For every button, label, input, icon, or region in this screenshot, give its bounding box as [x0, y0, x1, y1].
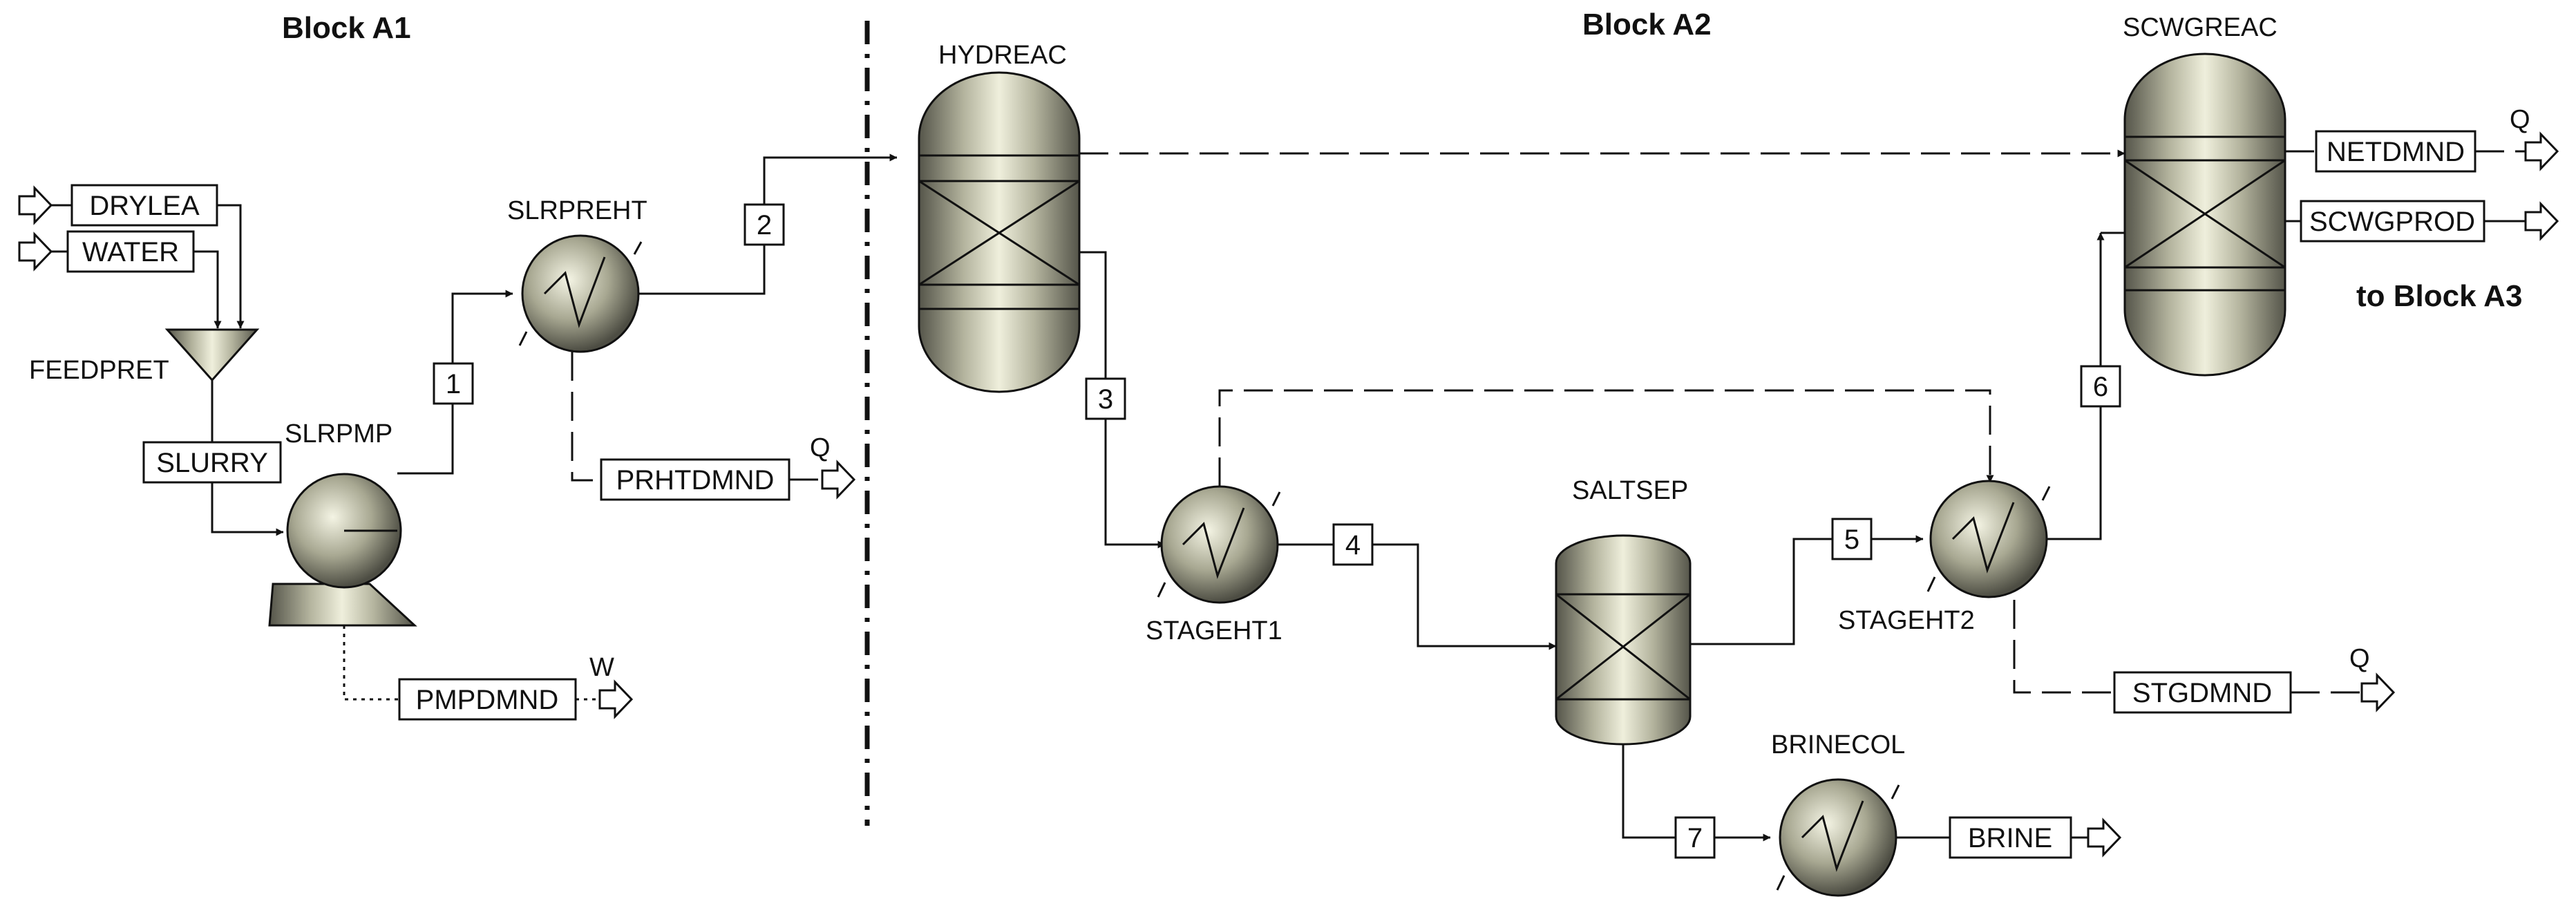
- energy-label-q: Q: [2349, 644, 2370, 673]
- stream-label-stgdmnd: STGDMND: [2132, 678, 2272, 708]
- heat-exchanger-icon: [1929, 480, 2048, 598]
- unit-label-brinecol: BRINECOL: [1771, 730, 1905, 759]
- separator-vessel-icon: [1555, 534, 1692, 746]
- drylea-stream[interactable]: DRYLEA: [18, 184, 245, 329]
- pmpdmnd-stream[interactable]: PMPDMND: [398, 678, 577, 721]
- stream-label-1: 1: [446, 369, 461, 399]
- feedpret-unit[interactable]: FEEDPRET: [29, 328, 260, 395]
- heat-port-icon: [821, 460, 856, 500]
- feed-port-icon: [18, 185, 53, 225]
- stream-box-4[interactable]: [1332, 523, 1374, 566]
- block-a2-title: Block A2: [1582, 8, 1712, 41]
- slurry-stream[interactable]: SLURRY: [142, 441, 282, 484]
- mixer-icon: [164, 328, 260, 382]
- unit-label-slrpreht: SLRPREHT: [507, 196, 647, 225]
- stream-3[interactable]: 3: [1085, 377, 1126, 420]
- stream-4[interactable]: 4: [1332, 523, 1374, 566]
- unit-label-scwgreac: SCWGREAC: [2123, 13, 2277, 42]
- unit-label-hydreac: HYDREAC: [938, 41, 1067, 70]
- hydreac-unit[interactable]: HYDREAC: [918, 41, 1081, 393]
- energy-label-w: W: [589, 653, 614, 682]
- stream-label-drylea: DRYLEA: [89, 191, 200, 221]
- stream-box-prhtdmnd[interactable]: [600, 458, 790, 501]
- stream-box-stgdmnd[interactable]: [2113, 671, 2292, 714]
- stream-label-6: 6: [2093, 372, 2108, 402]
- stream-1[interactable]: 1: [433, 362, 474, 405]
- stream-box-drylea[interactable]: [70, 184, 218, 227]
- brine-stream[interactable]: BRINE: [1949, 816, 2072, 859]
- stream-box-netdmnd[interactable]: [2315, 130, 2476, 173]
- stream-2[interactable]: 2: [744, 203, 785, 246]
- stream-label-2: 2: [757, 210, 772, 240]
- stream-label-7: 7: [1687, 823, 1703, 853]
- cooler-icon: [1779, 778, 1897, 897]
- block-a1-title: Block A1: [282, 11, 411, 45]
- stageht1-unit[interactable]: STAGEHT1: [1146, 485, 1282, 645]
- stream-6[interactable]: 6: [2080, 365, 2121, 408]
- stream-box-6[interactable]: [2080, 365, 2121, 408]
- stgdmnd-stream[interactable]: STGDMND: [2113, 671, 2292, 714]
- stream-label-5: 5: [1844, 524, 1859, 555]
- unit-label-saltsep: SALTSEP: [1572, 476, 1688, 505]
- prhtdmnd-stream[interactable]: PRHTDMND: [600, 458, 790, 501]
- stream-5[interactable]: 5: [1831, 518, 1873, 560]
- stream-box-brine[interactable]: [1949, 816, 2072, 859]
- stream-label-4: 4: [1345, 530, 1361, 560]
- slrpreht-unit[interactable]: SLRPREHT: [507, 196, 647, 353]
- heat-port-icon: [2360, 672, 2396, 712]
- stream-box-3[interactable]: [1085, 377, 1126, 420]
- energy-label-q: Q: [2510, 105, 2530, 134]
- heat-port-icon: [2524, 131, 2559, 171]
- product-port-icon: [2087, 817, 2122, 858]
- stream-label-slurry: SLURRY: [156, 448, 268, 478]
- scwgprod-stream[interactable]: SCWGPROD: [2300, 200, 2485, 243]
- stream-box-7[interactable]: [1674, 816, 1716, 859]
- stream-label-scwgprod: SCWGPROD: [2309, 207, 2475, 237]
- heater-icon: [521, 234, 640, 353]
- netdmnd-stream[interactable]: NETDMND: [2315, 130, 2476, 173]
- stream-box-2[interactable]: [744, 203, 785, 246]
- feed-port-icon: [18, 231, 53, 272]
- stream-box-water[interactable]: [66, 230, 195, 273]
- slrpmp-unit[interactable]: SLRPMP: [268, 419, 417, 627]
- stream-box-scwgprod[interactable]: [2300, 200, 2485, 243]
- stream-box-pmpdmnd[interactable]: [398, 678, 577, 721]
- work-port-icon: [598, 679, 634, 719]
- energy-label-q: Q: [810, 433, 831, 462]
- unit-label-slrpmp: SLRPMP: [285, 419, 392, 448]
- stream-label-water: WATER: [82, 237, 179, 267]
- brinecol-unit[interactable]: BRINECOL: [1771, 730, 1905, 897]
- stream-label-pmpdmnd: PMPDMND: [416, 685, 559, 715]
- stream-box-5[interactable]: [1831, 518, 1873, 560]
- stream-7[interactable]: 7: [1674, 816, 1716, 859]
- unit-label-feedpret: FEEDPRET: [29, 356, 169, 385]
- unit-label-stageht1: STAGEHT1: [1146, 616, 1282, 645]
- product-port-icon: [2524, 201, 2559, 241]
- saltsep-unit[interactable]: SALTSEP: [1555, 476, 1692, 746]
- scwgreac-unit[interactable]: SCWGREAC: [2123, 13, 2286, 377]
- water-stream[interactable]: WATER: [18, 230, 222, 329]
- stream-label-brine: BRINE: [1968, 823, 2052, 853]
- pump-base-icon: [268, 583, 417, 627]
- block-a3-label: to Block A3: [2356, 279, 2522, 313]
- heat-exchanger-icon: [1160, 485, 1279, 604]
- stream-label-3: 3: [1098, 384, 1113, 415]
- stream-label-netdmnd: NETDMND: [2327, 137, 2465, 167]
- stream-box-1[interactable]: [433, 362, 474, 405]
- unit-label-stageht2: STAGEHT2: [1838, 606, 1975, 635]
- stream-label-prhtdmnd: PRHTDMND: [616, 465, 775, 495]
